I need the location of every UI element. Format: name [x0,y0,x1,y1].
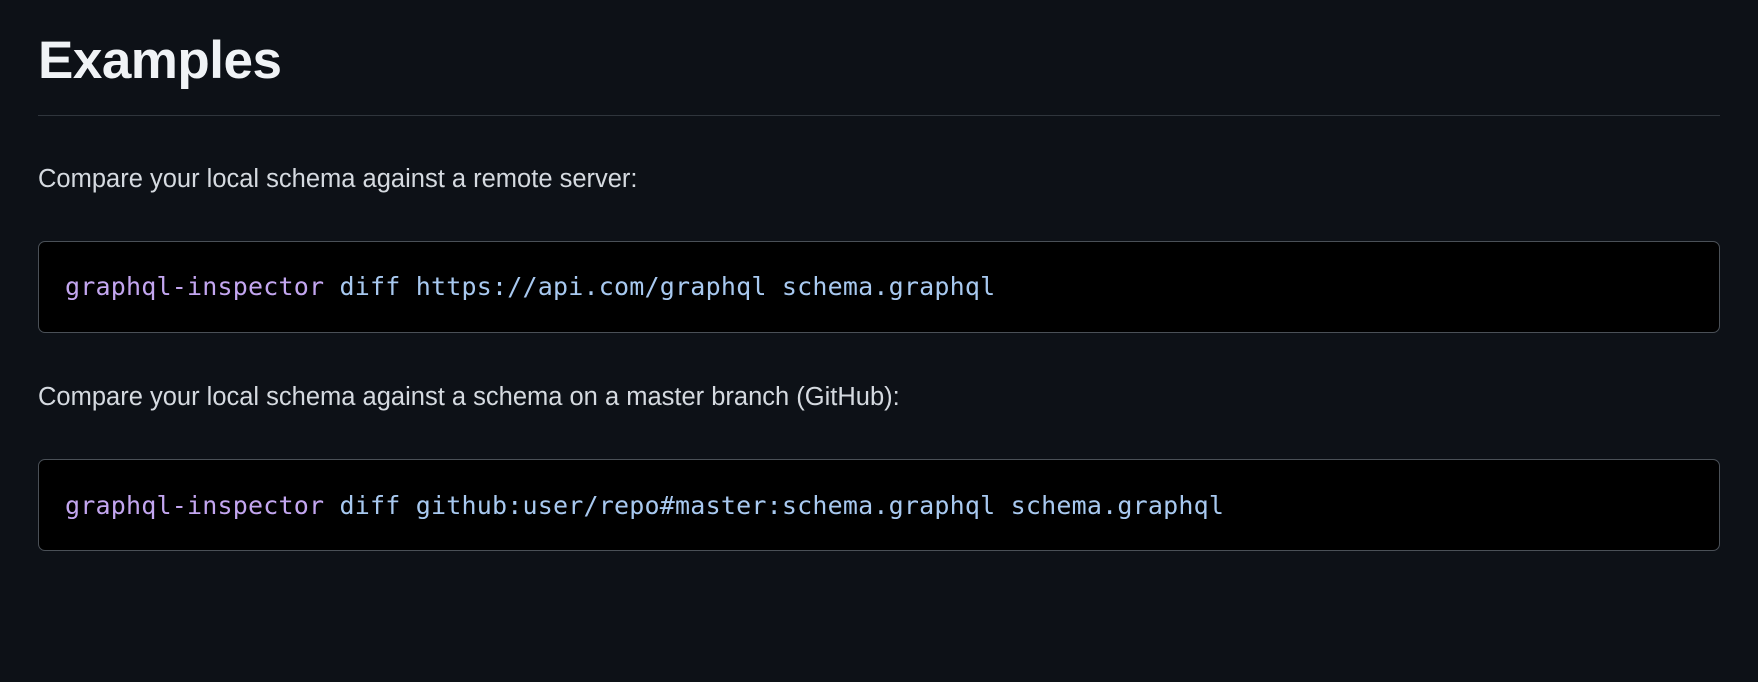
code-block-github-branch[interactable]: graphql-inspector diff github:user/repo#… [38,459,1720,552]
code-line-1: graphql-inspector diff https://api.com/g… [65,274,995,299]
section-description-2: Compare your local schema against a sche… [38,382,900,411]
code-line-2: graphql-inspector diff github:user/repo#… [65,493,1224,518]
code-arguments-2: diff github:user/repo#master:schema.grap… [324,490,1225,520]
page-title: Examples [38,31,282,90]
code-command-2: graphql-inspector [65,490,325,520]
code-arguments-1: diff https://api.com/graphql schema.grap… [324,272,996,302]
section-description-1: Compare your local schema against a remo… [38,164,638,193]
code-block-remote-server[interactable]: graphql-inspector diff https://api.com/g… [38,240,1720,333]
code-command-1: graphql-inspector [65,272,325,302]
title-divider [38,114,1720,116]
